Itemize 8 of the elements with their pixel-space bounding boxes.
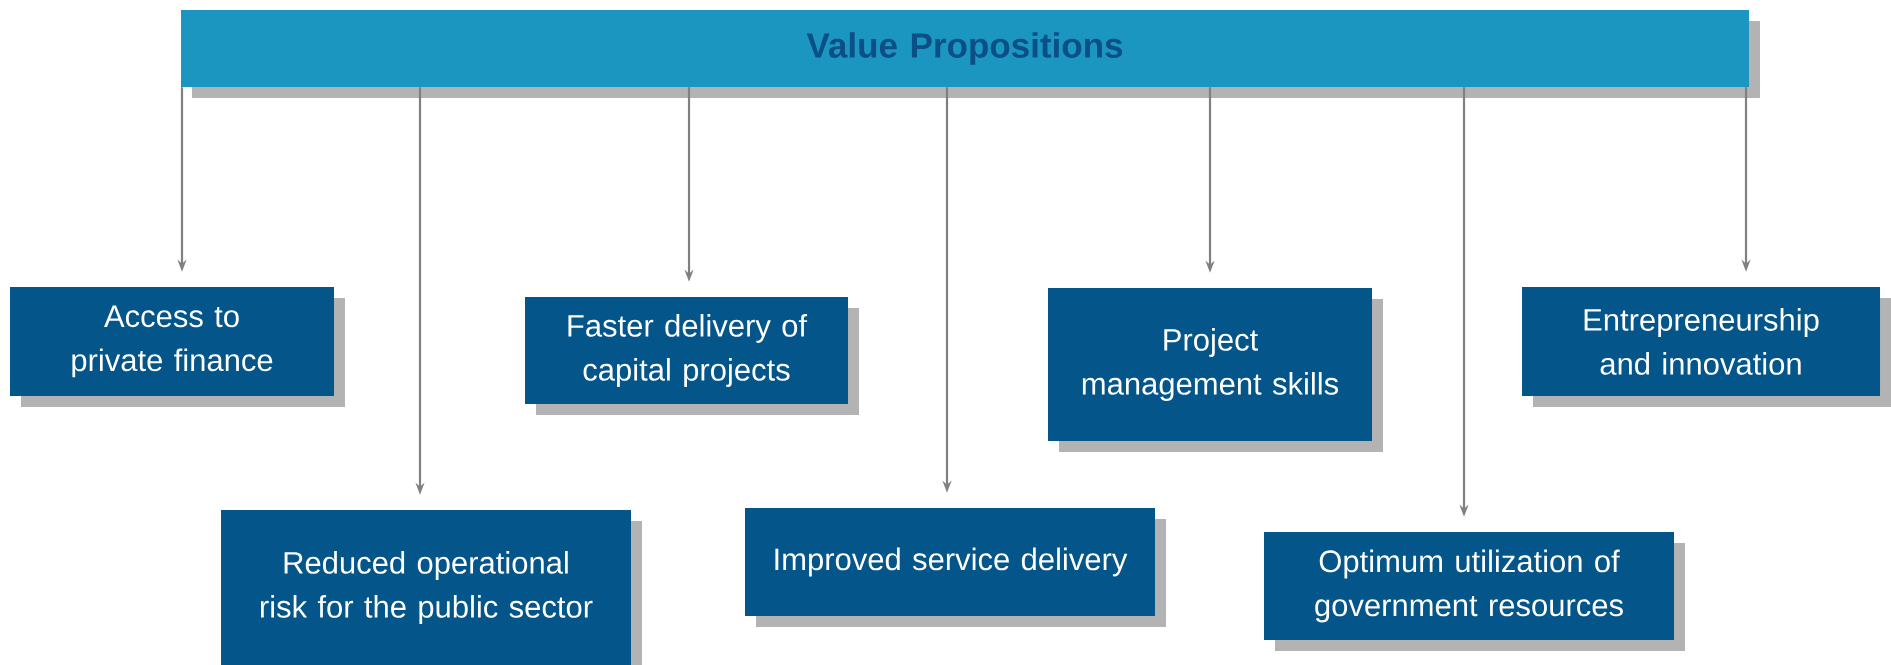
- title-bar: Value Propositions: [181, 10, 1760, 98]
- proposition-box: Reduced operational risk for the public sector: [221, 510, 642, 665]
- proposition-box: Improved service delivery: [745, 508, 1166, 627]
- proposition-box: Project management skills: [1048, 288, 1383, 452]
- proposition-box: Optimum utilization of government resources: [1264, 532, 1685, 651]
- proposition-box: Access to private finance: [10, 287, 345, 407]
- proposition-box: Faster delivery of capital projects: [525, 297, 859, 415]
- proposition-box: Entrepreneurship and innovation: [1522, 287, 1891, 407]
